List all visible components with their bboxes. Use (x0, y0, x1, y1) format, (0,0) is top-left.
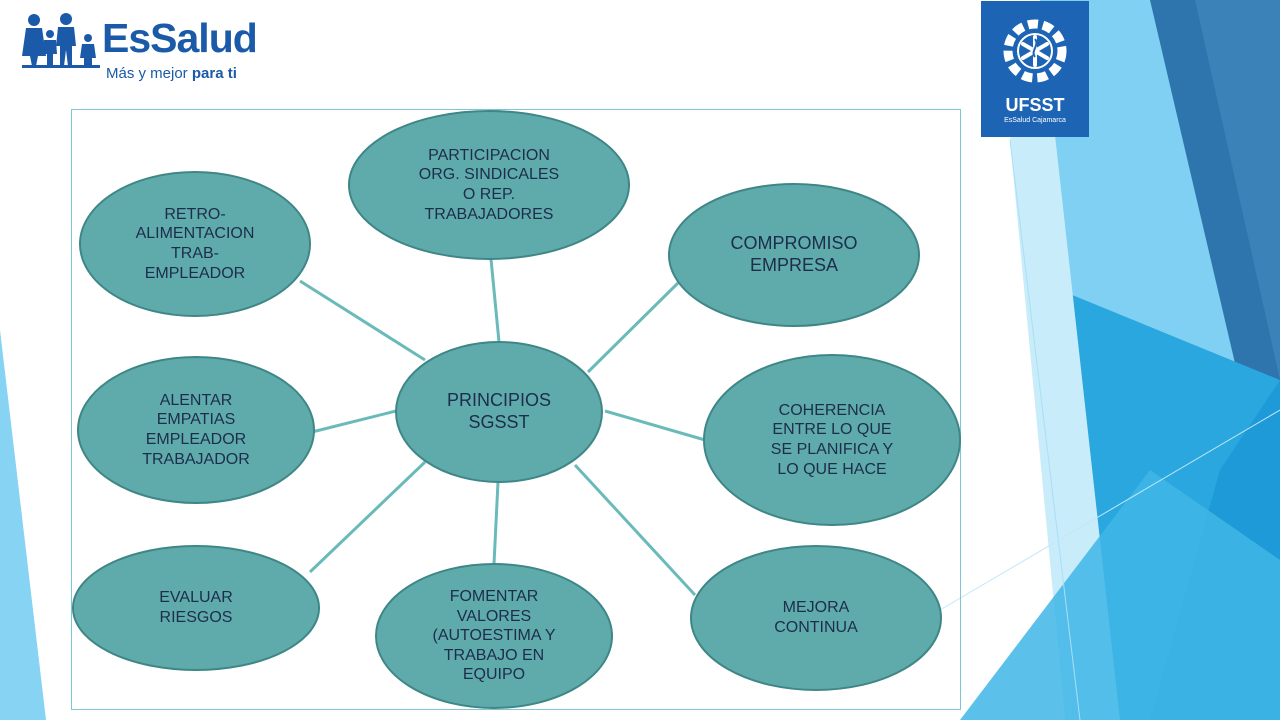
family-icon (22, 13, 100, 68)
node-compromiso-ellipse (668, 183, 920, 327)
connector-retro (299, 279, 426, 362)
connector-compromiso (586, 281, 680, 374)
node-retro-ellipse (79, 171, 311, 317)
node-participacion-label: PARTICIPACION ORG. SINDICALES O REP. TRA… (418, 146, 560, 223)
connector-evaluar (308, 460, 427, 574)
diagram-frame (71, 109, 961, 710)
node-mejora-label: MEJORA CONTINUA (774, 599, 858, 636)
node-mejora-ellipse (690, 545, 942, 691)
logo-tagline-bold: para ti (191, 65, 237, 82)
logo-tagline-regular: Más y mejor (106, 65, 188, 82)
center-principios-label: PRINCIPIOS SGSST (446, 390, 552, 432)
node-fomentar-label: FOMENTAR VALORES (AUTOESTIMA Y TRABAJO E… (432, 588, 556, 684)
node-evaluar-label: EVALUAR RIESGOS (159, 589, 233, 626)
node-fomentar-ellipse (375, 563, 613, 709)
badge-title: UFSST (1005, 95, 1065, 115)
ufsst-badge: UFSST EsSalud Cajamarca (981, 1, 1089, 137)
connector-coherencia (604, 409, 706, 442)
connector-alentar (311, 409, 397, 434)
logo-name: EsSalud (102, 15, 258, 61)
badge-subtitle: EsSalud Cajamarca (1004, 117, 1066, 124)
logo-tagline: Más y mejor para ti (106, 66, 237, 81)
node-retro-label: RETRO- ALIMENTACION TRAB- EMPLEADOR (135, 205, 255, 282)
node-alentar-ellipse (77, 356, 315, 504)
center-principios-ellipse (395, 341, 603, 483)
node-coherencia-ellipse (703, 354, 961, 526)
node-evaluar-ellipse (72, 545, 320, 671)
node-compromiso-label: COMPROMISO EMPRESA (730, 233, 858, 275)
node-alentar-label: ALENTAR EMPATIAS EMPLEADOR TRABAJADOR (142, 391, 250, 468)
connector-participacion (489, 258, 501, 343)
safety-gear-icon (1003, 19, 1067, 83)
connector-mejora (573, 463, 697, 597)
node-participacion-ellipse (348, 110, 630, 260)
connector-fomentar (492, 481, 500, 565)
essalud-logo: EsSalud Más y mejor para ti (22, 10, 262, 90)
node-coherencia-label: COHERENCIA ENTRE LO QUE SE PLANIFICA Y L… (770, 401, 894, 478)
